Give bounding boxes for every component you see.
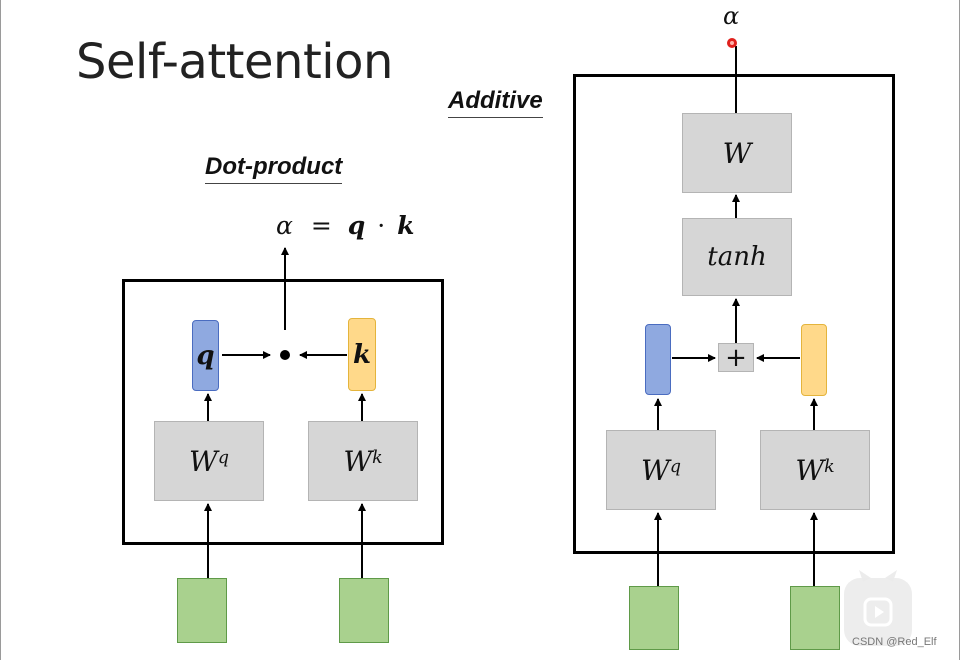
play-button[interactable] [844,578,912,646]
additive-output-alpha: α [723,2,740,30]
tanh-box: tanh [682,218,792,296]
additive-label: Additive [448,87,543,118]
input-vector-2 [339,578,389,643]
wq-base-add: W [641,453,670,487]
plus-operator: + [718,343,754,372]
w-box-additive: W [682,113,792,193]
formula-dot: · [377,211,386,240]
watermark: CSDN @Red_Elf [852,636,937,648]
wk-base: W [343,444,373,478]
input-vector-3 [629,586,679,650]
wq-sup: q [217,447,229,468]
wq-sup-add: q [669,456,681,477]
input-vector-1 [177,578,227,643]
key-vector-additive [801,324,827,396]
wk-base-add: W [795,453,825,487]
q-vector: q [192,320,219,391]
wq-base: W [189,444,218,478]
slide-title: Self-attention [76,34,393,90]
k-vector: k [348,318,376,391]
slide-border-left [0,0,1,660]
dot-product-label: Dot-product [205,153,343,184]
input-vector-4 [790,586,840,650]
formula-q: q [347,211,366,240]
wk-sup-add: k [824,456,835,477]
dot-product-formula: α = q · k [276,211,414,240]
pointer-cursor-icon [727,38,737,48]
query-vector-additive [645,324,671,395]
dot-product-operator [280,350,290,360]
formula-alpha: α [276,211,293,240]
play-icon [863,597,893,627]
formula-k: k [397,211,415,240]
dot-product-frame [122,279,444,545]
wk-sup: k [372,447,383,468]
formula-equals: = [310,211,332,240]
additive-frame [573,74,895,554]
